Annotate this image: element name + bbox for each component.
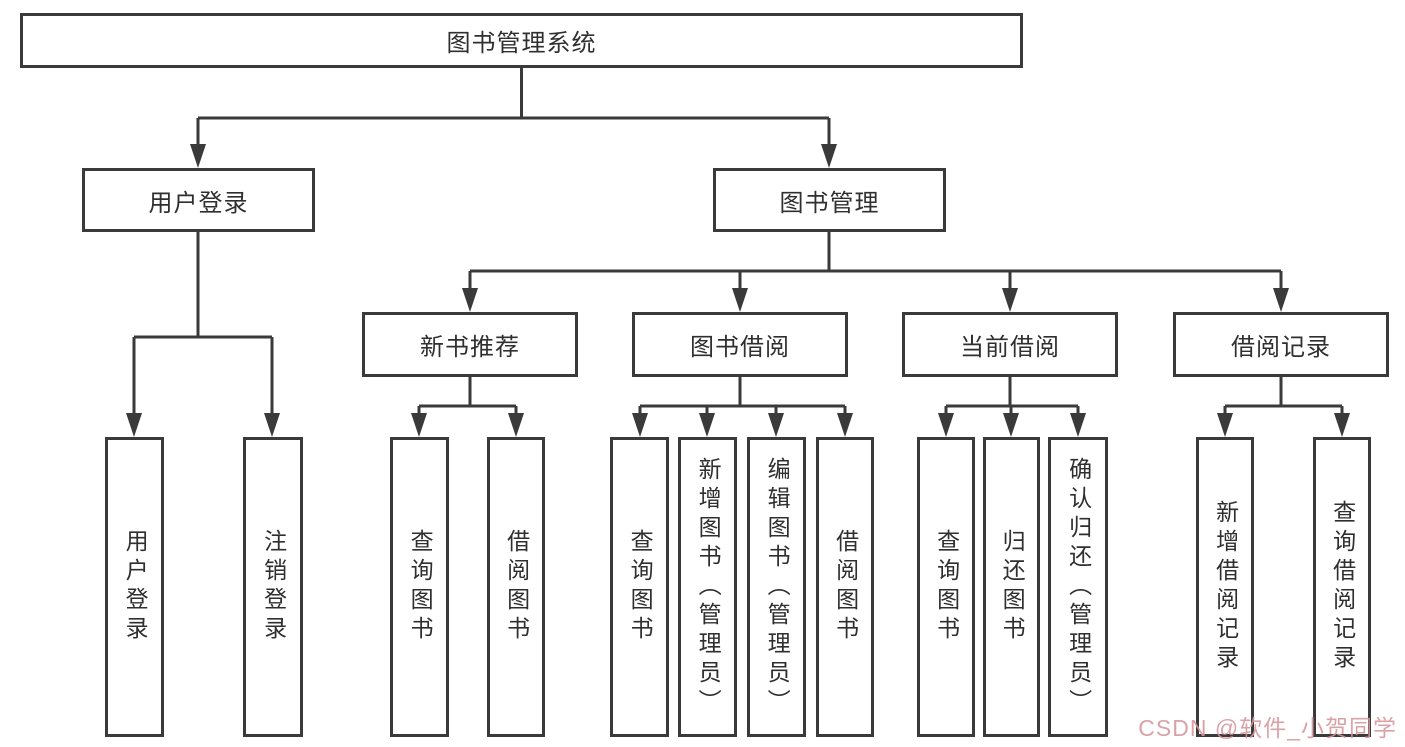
- leaf-query-borrow-record: 查询借阅记录: [1313, 437, 1371, 737]
- leaf-confirm-return-admin: 确认归还（管理员）: [1048, 437, 1108, 737]
- connector-segments: [132, 68, 1344, 418]
- node-user-login: 用户登录: [82, 168, 315, 232]
- node-borrowing-records: 借阅记录: [1173, 312, 1389, 377]
- leaf-query-books-recommend: 查询图书: [390, 437, 449, 737]
- leaf-add-borrow-record: 新增借阅记录: [1196, 437, 1254, 737]
- leaf-query-books-borrowing: 查询图书: [610, 437, 669, 737]
- leaf-return-books: 归还图书: [983, 437, 1040, 737]
- node-new-book-recommend: 新书推荐: [362, 312, 578, 377]
- leaf-query-books-current: 查询图书: [917, 437, 975, 737]
- leaf-edit-books-admin: 编辑图书（管理员）: [747, 437, 806, 737]
- connector-arrows: [126, 144, 1350, 437]
- node-current-borrowing: 当前借阅: [902, 312, 1118, 377]
- leaf-logout: 注销登录: [243, 437, 303, 737]
- node-root: 图书管理系统: [20, 13, 1023, 68]
- leaf-add-books-admin: 新增图书（管理员）: [678, 437, 737, 737]
- node-book-management: 图书管理: [713, 168, 946, 232]
- leaf-user-login: 用户登录: [105, 437, 164, 737]
- leaf-borrow-books-recommend: 借阅图书: [487, 437, 545, 737]
- node-book-borrowing: 图书借阅: [632, 312, 848, 377]
- leaf-borrow-books: 借阅图书: [816, 437, 874, 737]
